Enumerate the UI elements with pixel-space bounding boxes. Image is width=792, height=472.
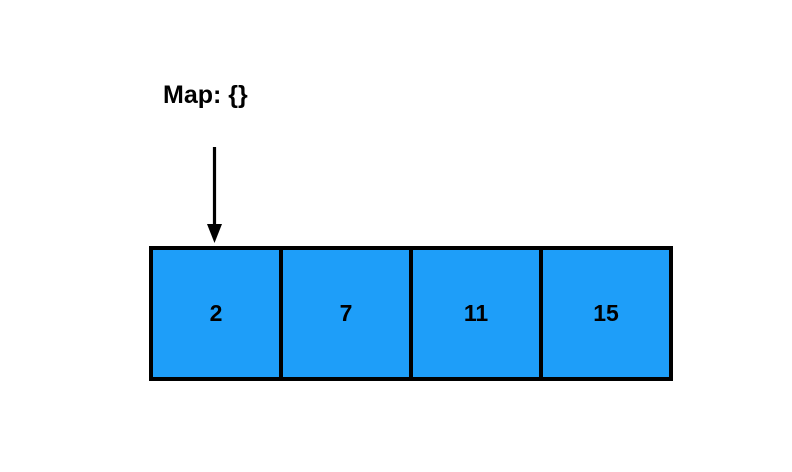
down-arrow-icon [196,140,236,250]
arrow-head [207,224,222,243]
array-cell-value: 7 [339,300,353,326]
array-cell-1[interactable]: 7 [283,250,413,377]
array-cell-0[interactable]: 2 [153,250,283,377]
map-label: Map: {} [163,81,248,109]
array-cell-value: 2 [209,300,223,326]
array-cell-2[interactable]: 11 [413,250,543,377]
input-array: 2 7 11 15 [149,246,673,381]
down-arrow-svg [207,147,222,243]
array-cell-value: 11 [463,300,489,326]
array-cell-value: 15 [593,300,619,326]
array-cell-3[interactable]: 15 [543,250,669,377]
